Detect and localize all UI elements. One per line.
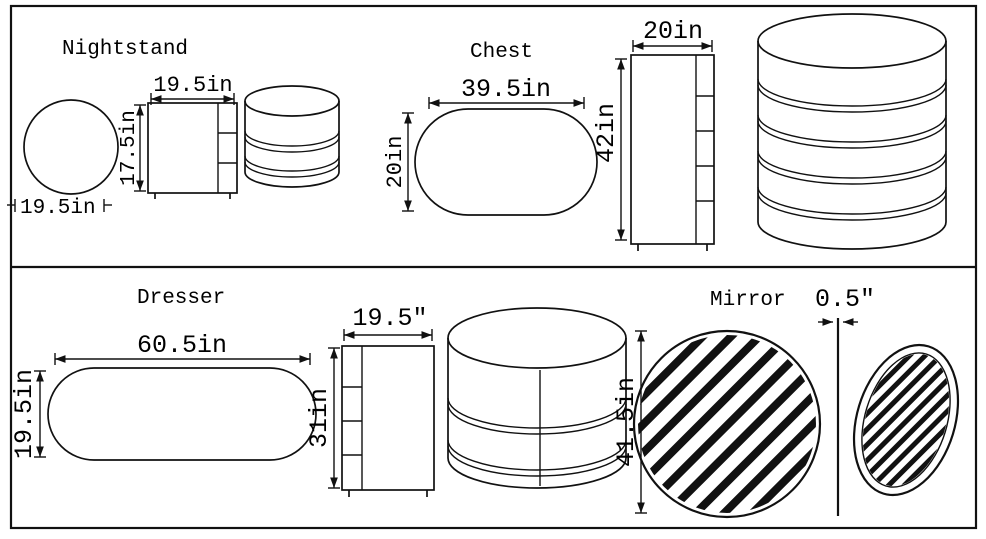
chest-topview-width-dim: 39.5in [428, 75, 585, 109]
nightstand-side-view [147, 102, 238, 199]
round-mirror-front-view [632, 329, 822, 519]
chest-topview-depth-dim: 20in [383, 112, 414, 212]
mirror-title: Mirror [710, 289, 786, 312]
chest-title: Chest [470, 41, 533, 64]
nightstand-3d-view [244, 85, 340, 188]
nightstand-topview-width-label: 19.5in [20, 197, 96, 220]
dresser-title: Dresser [137, 287, 225, 310]
dresser-topview-depth-label: 19.5in [10, 369, 39, 459]
dresser-sideview-height-label: 31in [305, 388, 334, 448]
nightstand-topview-width-dim: 19.5in [7, 197, 112, 220]
dresser-sideview-height-dim: 31in [305, 347, 340, 489]
dresser-topview-depth-dim: 19.5in [10, 369, 46, 459]
dresser-3d-view [447, 307, 627, 489]
mirror-thickness-label: 0.5" [815, 285, 875, 314]
chest-sideview-height-dim: 42in [592, 58, 627, 241]
mirror-height-dim: 41.5in [612, 330, 647, 514]
oval-mirror-perspective-view [847, 343, 965, 497]
nightstand-sideview-height-label: 17.5in [118, 110, 141, 186]
nightstand-sideview-width-label: 19.5in [153, 73, 232, 98]
chest-topview-width-label: 39.5in [461, 75, 551, 104]
nightstand-sideview-width-dim: 19.5in [150, 73, 235, 105]
dresser-sideview-width-dim: 19.5" [343, 304, 433, 341]
chest-side-view [630, 54, 715, 251]
dresser-side-view [341, 345, 435, 497]
chest-sideview-width-dim: 20in [632, 17, 713, 52]
dresser-top-view [47, 367, 317, 461]
nightstand-group: Nightstand 19.5in 19.5in 17.5in [7, 38, 340, 220]
mirror-thickness-dim: 0.5" [815, 285, 875, 326]
dresser-topview-width-label: 60.5in [137, 331, 227, 360]
dresser-sideview-width-label: 19.5" [352, 304, 427, 333]
mirror-group: Mirror 41.5in 0.5" [612, 285, 965, 519]
nightstand-title: Nightstand [62, 38, 188, 61]
chest-top-view [414, 108, 598, 216]
chest-group: Chest 39.5in 20in 20in [383, 13, 947, 251]
nightstand-sideview-height-dim: 17.5in [118, 104, 146, 192]
chest-sideview-width-label: 20in [643, 17, 703, 46]
mirror-height-label: 41.5in [612, 377, 641, 467]
chest-topview-depth-label: 20in [383, 136, 408, 189]
dresser-group: Dresser 60.5in 19.5in 19.5" [10, 287, 627, 497]
chest-3d-view [757, 13, 947, 250]
chest-sideview-height-label: 42in [592, 103, 621, 163]
nightstand-top-view [23, 99, 119, 195]
dresser-topview-width-dim: 60.5in [54, 331, 311, 365]
